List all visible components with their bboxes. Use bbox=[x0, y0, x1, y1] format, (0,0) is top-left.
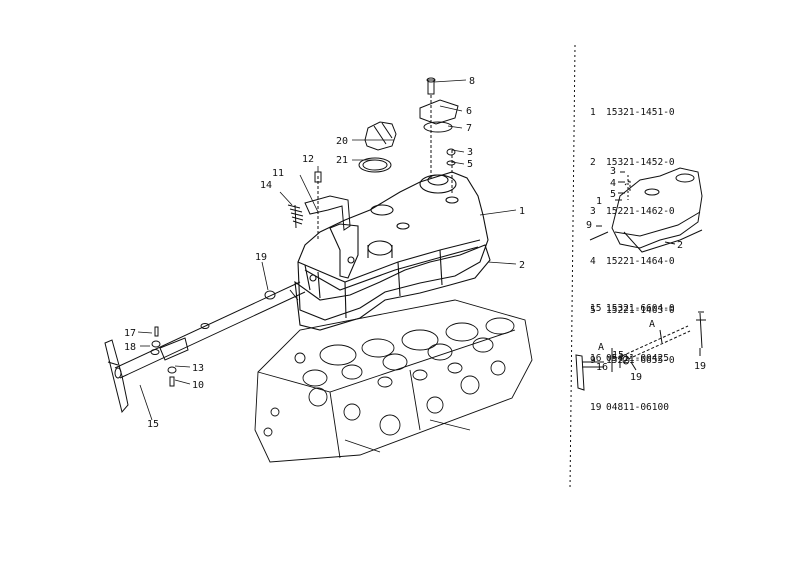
filler-cap-drawing bbox=[358, 121, 397, 173]
callout-13: 13 bbox=[192, 363, 204, 374]
callout-2: 2 bbox=[519, 260, 525, 271]
detail-callout-19-left: 19 bbox=[630, 372, 642, 383]
detail-callout-15: 15 bbox=[612, 350, 624, 361]
rocker-cover-drawing bbox=[297, 171, 489, 321]
detail-callout-19-right: 19 bbox=[694, 361, 706, 372]
detail-callout-a-left: A bbox=[598, 342, 604, 353]
inset-callout-4: 4 bbox=[610, 178, 616, 189]
detail-callouts: A A 15 16 19 19 bbox=[596, 319, 706, 383]
callout-1: 1 bbox=[519, 206, 525, 217]
section-divider bbox=[569, 44, 576, 491]
detail-callout-16: 16 bbox=[596, 362, 608, 373]
callout-18: 18 bbox=[124, 342, 136, 353]
detail-callout-a-right: A bbox=[649, 319, 655, 330]
inset-callouts: 3 4 5 1 9 2 bbox=[586, 166, 683, 251]
plate-assembly-drawing bbox=[314, 77, 459, 240]
lever-shaft-drawing bbox=[104, 281, 306, 414]
leader-lines bbox=[137, 79, 517, 421]
callout-7: 7 bbox=[466, 123, 472, 134]
bracket-spring-drawing bbox=[287, 195, 351, 231]
inset-callout-2: 2 bbox=[677, 240, 683, 251]
inset-callout-5: 5 bbox=[610, 189, 616, 200]
callout-5: 5 bbox=[467, 159, 473, 170]
callout-21: 21 bbox=[336, 155, 348, 166]
callout-12: 12 bbox=[302, 154, 314, 165]
detail-a-drawing bbox=[575, 311, 706, 391]
callout-20: 20 bbox=[336, 136, 348, 147]
callout-3: 3 bbox=[467, 147, 473, 158]
main-callouts: 8 6 7 20 21 3 5 12 11 14 1 2 19 17 18 13… bbox=[124, 76, 525, 430]
inset-callout-1: 1 bbox=[596, 196, 602, 207]
gasket-drawing bbox=[294, 244, 491, 331]
cylinder-head-drawing bbox=[254, 299, 533, 463]
inset-callout-9: 9 bbox=[586, 220, 592, 231]
callout-15: 15 bbox=[147, 419, 159, 430]
callout-6: 6 bbox=[466, 106, 472, 117]
inset-callout-3: 3 bbox=[610, 166, 616, 177]
callout-14: 14 bbox=[260, 180, 272, 191]
callout-17: 17 bbox=[124, 328, 136, 339]
inset-cover-drawing bbox=[589, 167, 703, 253]
callout-10: 10 bbox=[192, 380, 204, 391]
callout-11: 11 bbox=[272, 168, 284, 179]
callout-19: 19 bbox=[255, 252, 267, 263]
callout-8: 8 bbox=[469, 76, 475, 87]
